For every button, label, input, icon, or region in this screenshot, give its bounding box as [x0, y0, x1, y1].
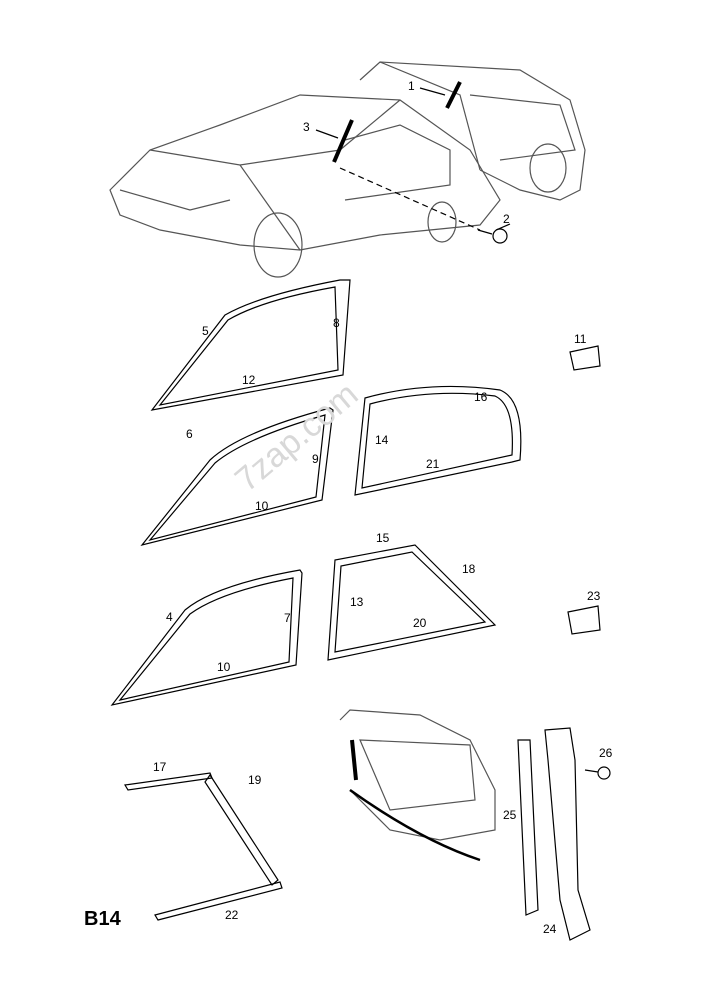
callout-11: 11 — [574, 332, 587, 346]
part-2-screw — [477, 228, 508, 244]
callout-7: 7 — [284, 611, 291, 625]
callout-2: 2 — [503, 212, 510, 226]
leader-dashed — [339, 167, 481, 231]
callout-6: 6 — [186, 427, 193, 441]
callout-3: 3 — [303, 120, 310, 134]
part-24-pillar — [544, 727, 591, 941]
rear-window-detail — [339, 709, 496, 841]
seal-detail — [350, 739, 358, 781]
callout-10: 10 — [255, 499, 269, 513]
frame-6-9-10 — [140, 407, 334, 547]
callout-20: 20 — [413, 616, 427, 630]
part-3-moulding — [332, 119, 354, 163]
frame-13-15-18-20 — [327, 544, 497, 661]
frame-4-7-10 — [110, 569, 303, 706]
car-front-view — [109, 94, 501, 278]
callout-13: 13 — [350, 595, 364, 609]
callout-17: 17 — [153, 760, 167, 774]
callout-8: 8 — [333, 316, 340, 330]
callout-21: 21 — [426, 457, 440, 471]
callout-1: 1 — [408, 79, 415, 93]
frame-14-16-21 — [354, 385, 522, 496]
callout-25: 25 — [503, 808, 517, 822]
frame-5-8-12 — [150, 279, 351, 411]
callout-14: 14 — [375, 433, 389, 447]
part-1-moulding — [445, 81, 462, 109]
callout-18: 18 — [462, 562, 476, 576]
frame-17-19-22 — [124, 772, 283, 921]
part-11-clip — [569, 345, 601, 371]
part-26-screw — [584, 766, 611, 780]
callout-26: 26 — [599, 746, 613, 760]
callout-19: 19 — [248, 773, 262, 787]
callout-16: 16 — [474, 390, 488, 404]
car-rear-view — [359, 61, 586, 201]
callout-24: 24 — [543, 922, 557, 936]
part-23-clip — [567, 605, 601, 635]
callout-23: 23 — [587, 589, 601, 603]
callout-4: 4 — [166, 610, 173, 624]
seal-curve — [349, 788, 481, 862]
callout-15: 15 — [376, 531, 390, 545]
callout-9: 9 — [312, 452, 319, 466]
callout-5: 5 — [202, 324, 209, 338]
callout-12: 12 — [242, 373, 256, 387]
callout-10b: 10 — [217, 660, 231, 674]
callout-22: 22 — [225, 908, 239, 922]
diagram-code: B14 — [84, 908, 121, 930]
part-25-trim — [517, 739, 539, 916]
